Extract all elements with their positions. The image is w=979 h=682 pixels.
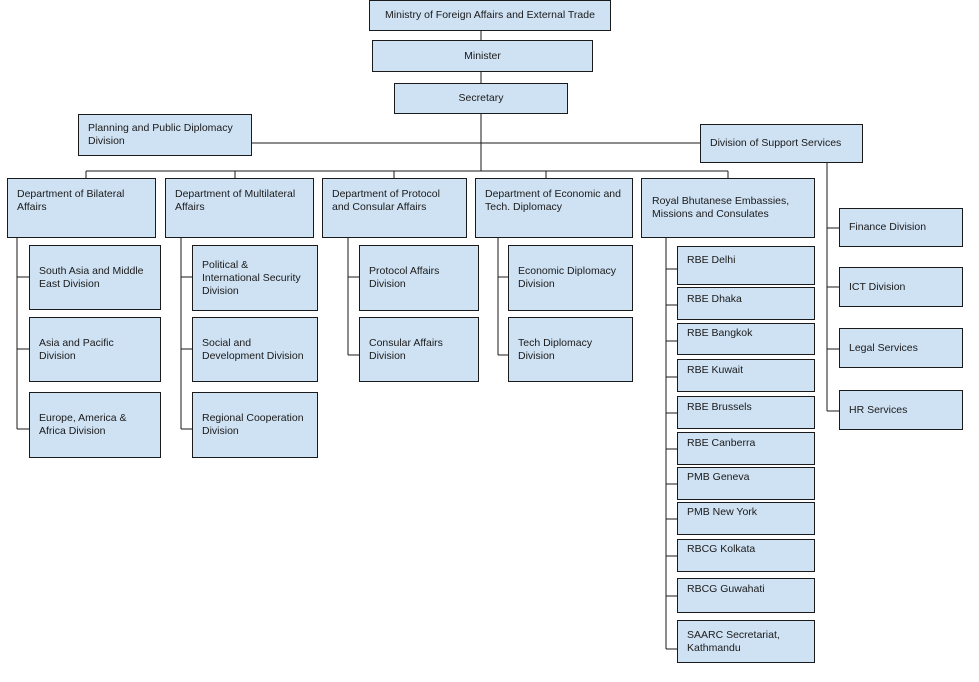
node-support-services: Division of Support Services xyxy=(700,124,863,163)
node-department-bilateral: Department of Bilateral Affairs xyxy=(7,178,156,238)
node-embassy: RBE Dhaka xyxy=(677,287,815,320)
node-department-economic: Department of Economic and Tech. Diploma… xyxy=(475,178,633,238)
node-embassy: RBCG Guwahati xyxy=(677,578,815,613)
node-asia-pacific: Asia and Pacific Division xyxy=(29,317,161,382)
node-embassy: RBCG Kolkata xyxy=(677,539,815,572)
node-minister: Minister xyxy=(372,40,593,72)
node-embassy: PMB Geneva xyxy=(677,467,815,500)
node-protocol-affairs: Protocol Affairs Division xyxy=(359,245,479,311)
node-finance-division: Finance Division xyxy=(839,208,963,247)
node-ministry: Ministry of Foreign Affairs and External… xyxy=(369,0,611,31)
node-planning-division: Planning and Public Diplomacy Division xyxy=(78,114,252,156)
node-embassy: RBE Canberra xyxy=(677,432,815,465)
node-regional-cooperation: Regional Cooperation Division xyxy=(192,392,318,458)
node-embassy: RBE Delhi xyxy=(677,246,815,285)
node-economic-diplomacy: Economic Diplomacy Division xyxy=(508,245,633,311)
node-europe-america-africa: Europe, America & Africa Division xyxy=(29,392,161,458)
node-legal-services: Legal Services xyxy=(839,328,963,368)
node-secretary: Secretary xyxy=(394,83,568,114)
node-department-embassies: Royal Bhutanese Embassies, Missions and … xyxy=(641,178,815,238)
node-social-development: Social and Development Division xyxy=(192,317,318,382)
node-embassy: RBE Kuwait xyxy=(677,359,815,392)
node-embassy: SAARC Secretariat, Kathmandu xyxy=(677,620,815,663)
node-department-protocol: Department of Protocol and Consular Affa… xyxy=(322,178,467,238)
node-embassy: PMB New York xyxy=(677,502,815,535)
node-embassy: RBE Brussels xyxy=(677,396,815,429)
node-consular-affairs: Consular Affairs Division xyxy=(359,317,479,382)
node-tech-diplomacy: Tech Diplomacy Division xyxy=(508,317,633,382)
node-embassy: RBE Bangkok xyxy=(677,323,815,355)
node-south-asia-middle-east: South Asia and Middle East Division xyxy=(29,245,161,310)
node-political-security: Political & International Security Divis… xyxy=(192,245,318,311)
node-ict-division: ICT Division xyxy=(839,267,963,307)
node-department-multilateral: Department of Multilateral Affairs xyxy=(165,178,314,238)
node-hr-services: HR Services xyxy=(839,390,963,430)
